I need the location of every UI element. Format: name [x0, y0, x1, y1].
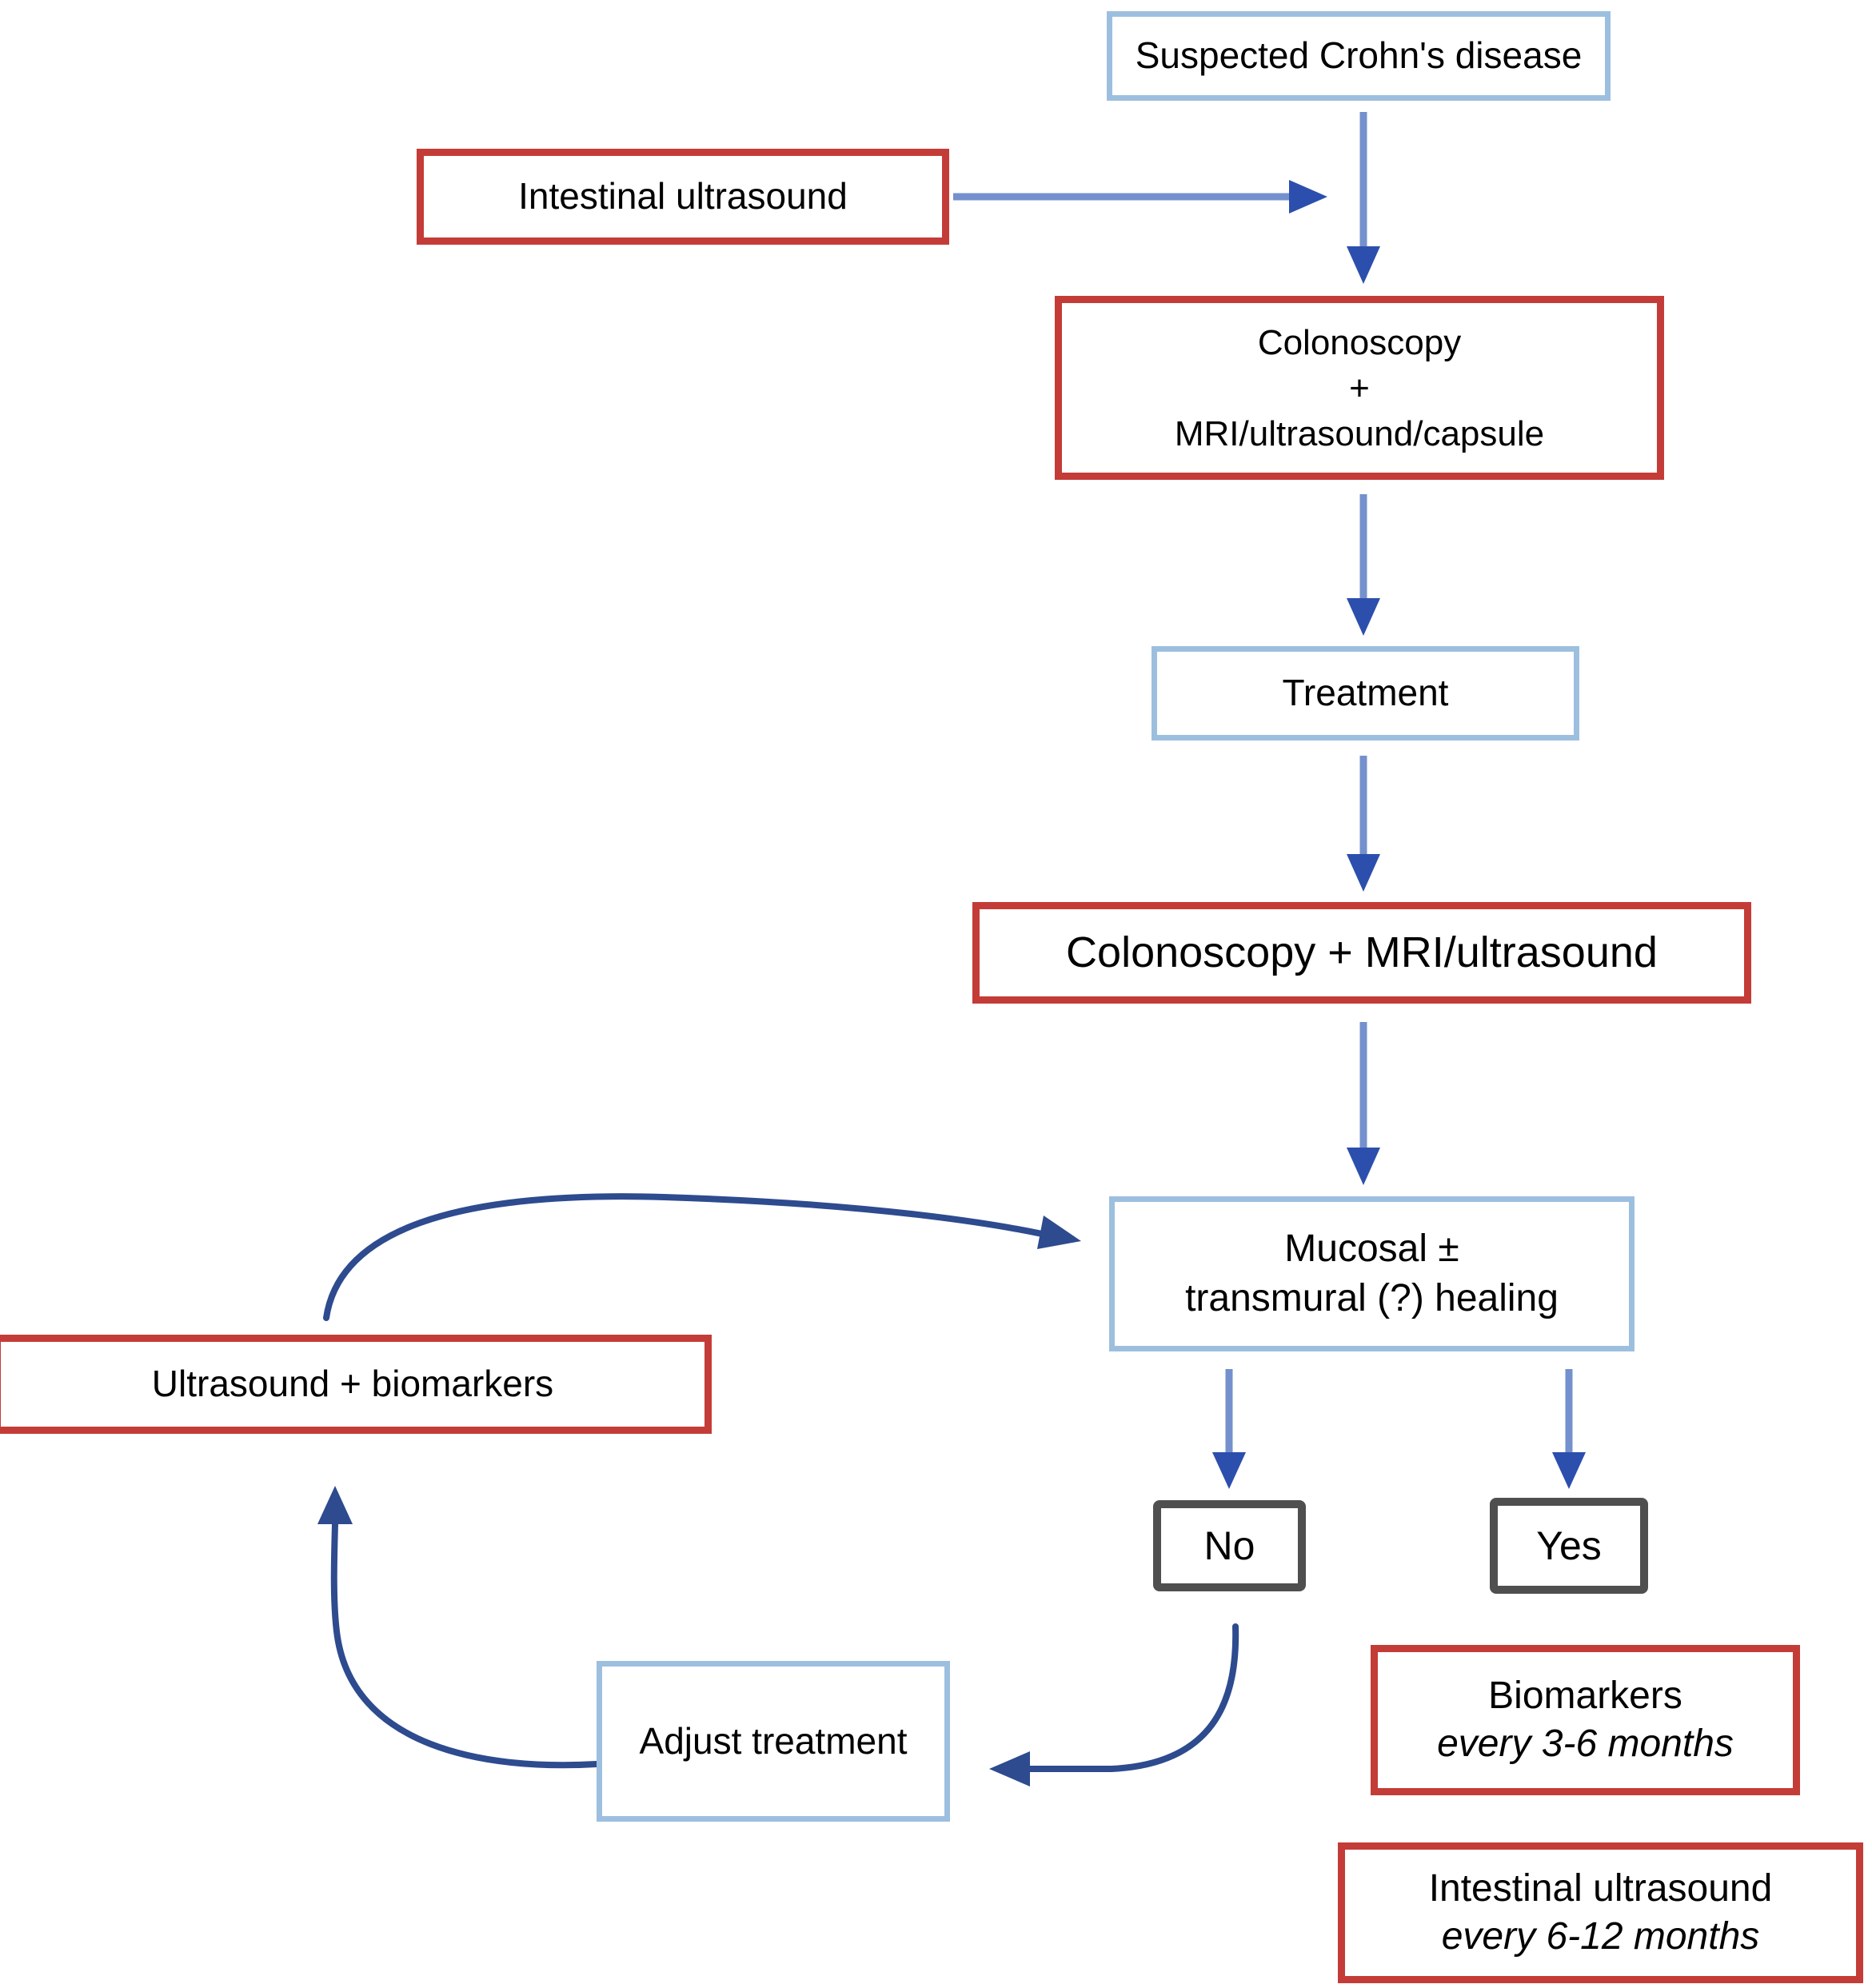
arrow-adjust-to-ultrasound-biomarkers [317, 1486, 600, 1769]
arrow-mucosal-to-yes [1552, 1369, 1586, 1489]
node-line: Colonoscopy [1257, 322, 1462, 362]
node-label: Ultrasound + biomarkers [151, 1363, 554, 1405]
node-line: MRI/ultrasound/capsule [1174, 413, 1545, 453]
arrow-ultrasound-biomarkers-to-mucosal [323, 1193, 1081, 1321]
node-line: Biomarkers [1488, 1675, 1682, 1717]
arrow-intestinal-ultrasound-to-flow [953, 180, 1327, 214]
node-label: Yes [1536, 1523, 1602, 1568]
node-no: No [1153, 1500, 1306, 1591]
node-line-interval: every 3-6 months [1437, 1723, 1734, 1765]
node-mucosal-transmural-healing: Mucosal ± transmural (?) healing [1109, 1196, 1635, 1351]
node-colonoscopy-mri-ultrasound: Colonoscopy + MRI/ultrasound [972, 902, 1751, 1004]
node-yes: Yes [1490, 1498, 1648, 1594]
node-line: Mucosal ± [1284, 1228, 1459, 1270]
node-colonoscopy-mri-ultrasound-capsule: Colonoscopy + MRI/ultrasound/capsule [1055, 296, 1664, 480]
node-label: Treatment [1282, 672, 1449, 714]
node-label: No [1203, 1523, 1255, 1568]
node-ultrasound-biomarkers: Ultrasound + biomarkers [0, 1335, 712, 1434]
node-label: Adjust treatment [639, 1719, 908, 1762]
arrow-no-to-adjust-treatment [989, 1623, 1239, 1786]
arrow-colonoscopy-mri-to-mucosal [1347, 1022, 1380, 1185]
arrow-suspected-to-colonoscopy [1347, 112, 1380, 284]
node-suspected-crohns-disease: Suspected Crohn's disease [1107, 11, 1611, 101]
node-line-interval: every 6-12 months [1441, 1915, 1760, 1958]
node-label: Suspected Crohn's disease [1135, 34, 1583, 77]
node-biomarkers-every-3-6-months: Biomarkers every 3-6 months [1371, 1645, 1800, 1795]
arrow-colonoscopy-to-treatment [1347, 494, 1380, 636]
arrow-mucosal-to-no [1212, 1369, 1246, 1489]
arrow-treatment-to-colonoscopy-mri [1347, 756, 1380, 892]
node-treatment: Treatment [1152, 646, 1579, 741]
node-label: Colonoscopy + MRI/ultrasound [1066, 928, 1658, 976]
node-line: transmural (?) healing [1185, 1277, 1559, 1319]
node-intestinal-ultrasound: Intestinal ultrasound [417, 149, 949, 245]
node-line: Intestinal ultrasound [1428, 1867, 1773, 1910]
node-intestinal-ultrasound-every-6-12-months: Intestinal ultrasound every 6-12 months [1338, 1842, 1863, 1983]
node-line: + [1349, 368, 1370, 408]
node-adjust-treatment: Adjust treatment [597, 1661, 950, 1822]
node-label: Intestinal ultrasound [518, 175, 848, 218]
